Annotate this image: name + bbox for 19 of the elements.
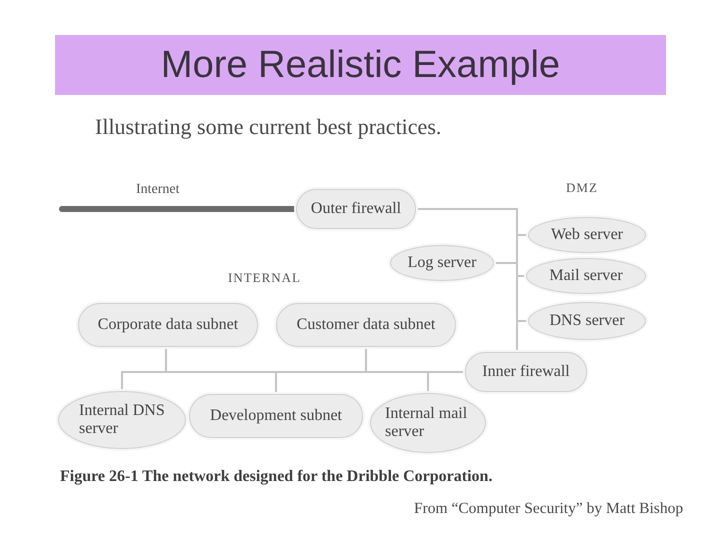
firewall-node: Outer firewall <box>296 189 416 229</box>
firewall-node: Inner firewall <box>465 352 587 392</box>
server-node: DNS server <box>528 302 646 340</box>
subnet-node: Customer data subnet <box>276 303 456 347</box>
figure-caption: Figure 26-1 The network designed for the Dribble Corporation. <box>60 468 492 486</box>
server-node: Mail server <box>526 258 646 294</box>
subnet-node: Development subnet <box>189 394 363 438</box>
title: More Realistic Example <box>160 44 560 86</box>
subtitle: Illustrating some current best practices. <box>95 114 442 140</box>
zone-label: INTERNAL <box>228 270 301 286</box>
source-credit: From “Computer Security” by Matt Bishop <box>414 500 684 518</box>
connector-line <box>416 208 518 352</box>
subnet-node: Corporate data subnet <box>78 303 258 347</box>
server-node: Internal DNS server <box>58 391 186 449</box>
server-node: Internal mail server <box>370 393 486 453</box>
zone-label: DMZ <box>566 180 598 196</box>
server-node: Log server <box>390 245 494 281</box>
server-node: Web server <box>528 217 646 253</box>
connector-line <box>427 371 465 393</box>
